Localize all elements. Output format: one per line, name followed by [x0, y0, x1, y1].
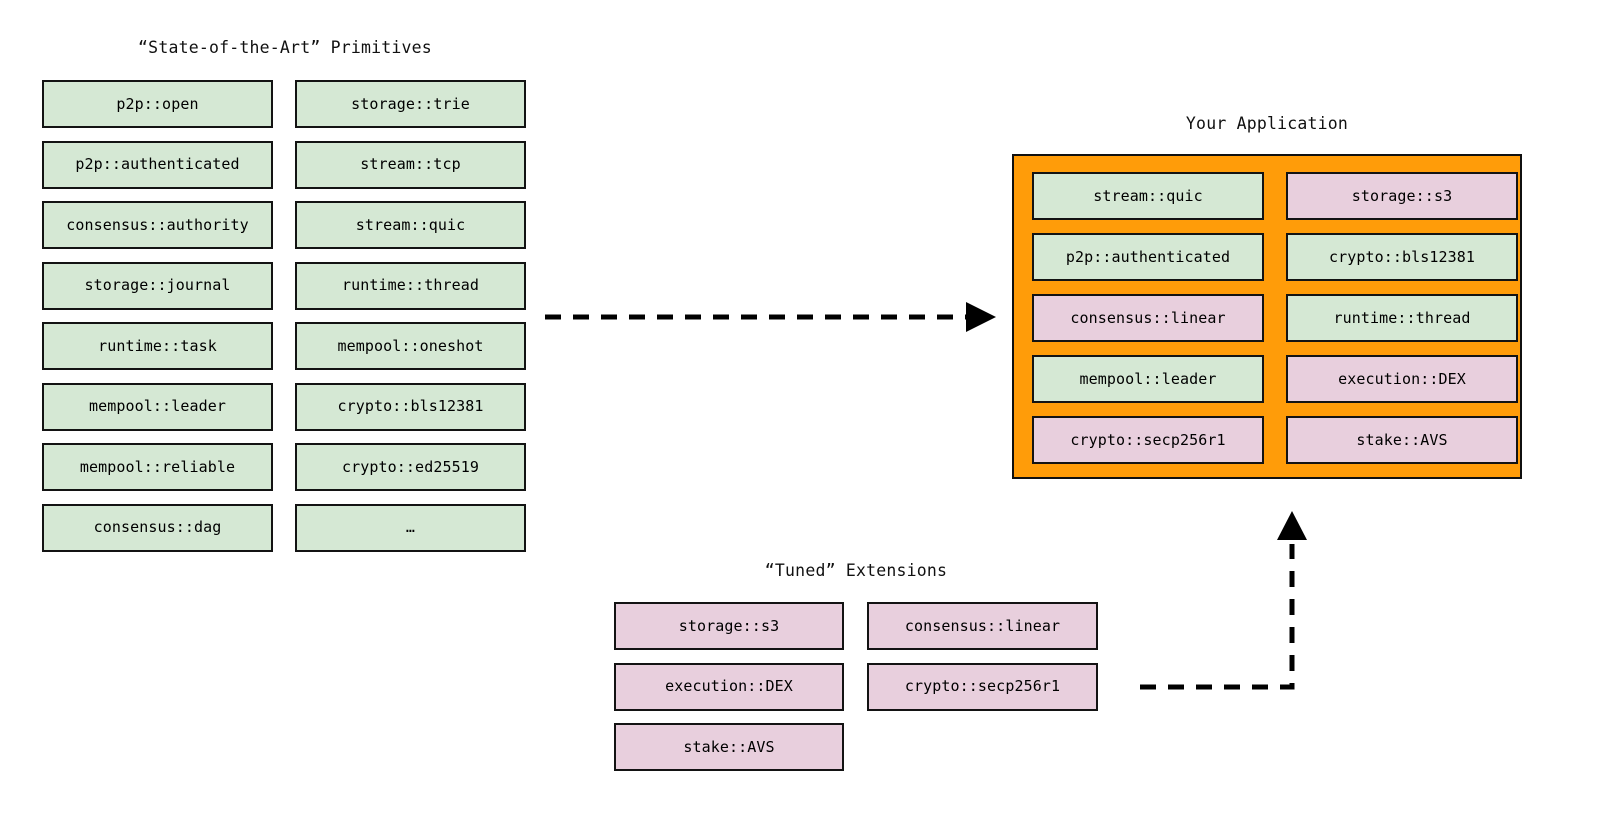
node-label: stream::quic: [355, 215, 466, 234]
node-label: crypto::ed25519: [342, 457, 479, 476]
app-box-stream-quic[interactable]: stream::quic: [1032, 172, 1264, 220]
extensions-heading: “Tuned” Extensions: [764, 561, 948, 580]
node-label: execution::DEX: [665, 677, 793, 695]
node-label: stake::AVS: [683, 737, 775, 756]
node-label: consensus::authority: [66, 215, 249, 234]
primitive-box-mempool-oneshot[interactable]: mempool::oneshot: [295, 322, 526, 370]
primitives-heading: “State-of-the-Art” Primitives: [138, 38, 432, 57]
node-label: p2p::authenticated: [1065, 247, 1231, 266]
application-heading: Your Application: [1185, 114, 1349, 133]
node-label: runtime::thread: [1333, 308, 1471, 327]
node-label: mempool::reliable: [79, 457, 236, 476]
app-box-mempool-leader[interactable]: mempool::leader: [1032, 355, 1264, 403]
primitive-box-storage-trie[interactable]: storage::trie: [295, 80, 526, 128]
primitive-box-p2p-authenticated[interactable]: p2p::authenticated: [42, 140, 273, 189]
node-label: execution::DEX: [1338, 369, 1466, 388]
arrow-extensions-to-application: [1140, 511, 1307, 690]
node-label: …: [405, 518, 416, 536]
primitive-box-crypto-bls12381[interactable]: crypto::bls12381: [295, 382, 526, 431]
primitive-box-stream-tcp[interactable]: stream::tcp: [295, 140, 526, 189]
node-label: storage::s3: [1351, 186, 1453, 205]
app-box-storage-s3[interactable]: storage::s3: [1286, 172, 1518, 220]
app-box-crypto-bls12381[interactable]: crypto::bls12381: [1286, 233, 1518, 281]
extension-box-storage-s3[interactable]: storage::s3: [614, 602, 844, 650]
node-label: storage::journal: [84, 276, 231, 294]
node-label: consensus::dag: [93, 518, 222, 536]
primitive-box-stream-quic[interactable]: stream::quic: [295, 201, 526, 249]
node-label: stream::tcp: [360, 155, 461, 173]
extension-box-consensus-linear[interactable]: consensus::linear: [867, 602, 1098, 650]
app-box-stake-avs[interactable]: stake::AVS: [1286, 416, 1518, 464]
extension-box-stake-avs[interactable]: stake::AVS: [614, 723, 844, 771]
node-label: stake::AVS: [1356, 430, 1448, 449]
node-label: crypto::bls12381: [337, 397, 484, 415]
extension-box-execution-dex[interactable]: execution::DEX: [614, 662, 844, 711]
app-box-execution-dex[interactable]: execution::DEX: [1286, 355, 1518, 403]
node-label: mempool::oneshot: [337, 336, 484, 355]
app-box-runtime-thread[interactable]: runtime::thread: [1286, 294, 1518, 342]
primitive-box-crypto-ed25519[interactable]: crypto::ed25519: [295, 443, 526, 491]
primitive-box-runtime-task[interactable]: runtime::task: [42, 322, 273, 370]
primitive-box-consensus-dag[interactable]: consensus::dag: [42, 503, 273, 552]
node-label: consensus::linear: [1070, 308, 1226, 327]
app-box-crypto-secp256r1[interactable]: crypto::secp256r1: [1032, 416, 1264, 464]
primitive-box-mempool-reliable[interactable]: mempool::reliable: [42, 443, 273, 491]
primitive-box-runtime-thread[interactable]: runtime::thread: [295, 261, 526, 310]
node-label: consensus::linear: [904, 616, 1061, 635]
node-label: p2p::authenticated: [75, 155, 240, 173]
primitive-box-mempool-leader[interactable]: mempool::leader: [42, 382, 273, 431]
arrow-primitives-to-application: [545, 302, 996, 332]
node-label: stream::quic: [1093, 186, 1203, 205]
node-label: mempool::leader: [1079, 369, 1217, 388]
primitive-box-[interactable]: …: [295, 503, 526, 552]
extension-box-crypto-secp256r1[interactable]: crypto::secp256r1: [867, 662, 1098, 711]
app-box-consensus-linear[interactable]: consensus::linear: [1032, 294, 1264, 342]
node-label: crypto::bls12381: [1328, 247, 1476, 266]
primitive-box-p2p-open[interactable]: p2p::open: [42, 80, 273, 128]
node-label: crypto::secp256r1: [1070, 430, 1226, 449]
primitive-box-storage-journal[interactable]: storage::journal: [42, 261, 273, 310]
node-label: crypto::secp256r1: [904, 677, 1061, 695]
node-label: storage::s3: [678, 616, 780, 635]
primitive-box-consensus-authority[interactable]: consensus::authority: [42, 201, 273, 249]
node-label: runtime::thread: [342, 276, 479, 294]
node-label: p2p::open: [116, 94, 199, 113]
node-label: mempool::leader: [89, 397, 226, 415]
app-box-p2p-authenticated[interactable]: p2p::authenticated: [1032, 233, 1264, 281]
node-label: runtime::task: [98, 336, 217, 355]
node-label: storage::trie: [351, 94, 470, 113]
